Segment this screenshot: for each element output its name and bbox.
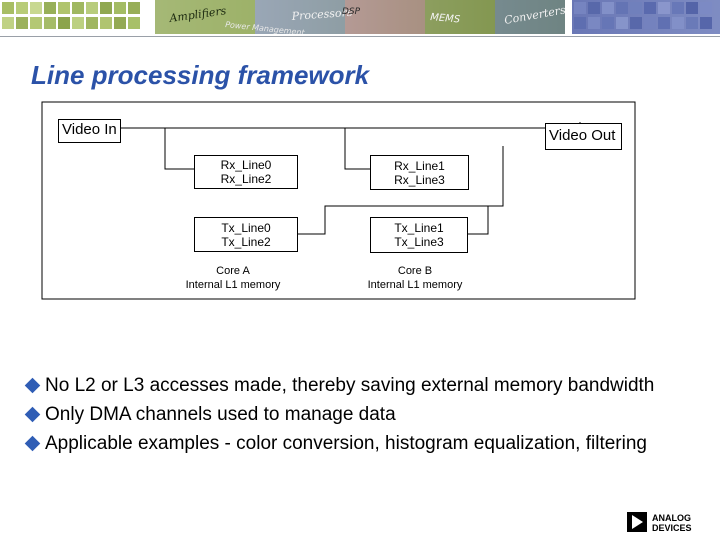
bullet-diamond-icon — [24, 435, 41, 452]
core-a-rx-line-2: Rx_Line2 — [220, 172, 272, 186]
bullet-text: Only DMA channels used to manage data — [45, 403, 396, 425]
bullet-text: Applicable examples - color conversion, … — [45, 432, 647, 454]
connector-tx-b-videoout — [468, 206, 489, 235]
core-b-rx-line-1: Rx_Line1 — [394, 158, 445, 173]
video-in-label: Video In — [58, 119, 121, 143]
connector-videoin-rx-a — [164, 128, 194, 170]
bullet-diamond-icon — [24, 406, 41, 423]
core-b-caption: Core B Internal L1 memory — [345, 264, 485, 292]
core-b-rx-buffer: Rx_Line1 Rx_Line3 — [370, 155, 469, 190]
bullet-text: No L2 or L3 accesses made, thereby savin… — [45, 374, 655, 396]
logo-triangle-icon — [627, 512, 647, 532]
bullet-item: Only DMA channels used to manage data — [23, 400, 720, 429]
banner-word-dsp: DSP — [342, 7, 361, 17]
core-a-tx-line-2: Tx_Line2 — [221, 234, 271, 249]
core-b-tx-line-1: Tx_Line1 — [394, 221, 444, 235]
header-divider — [0, 36, 720, 37]
bullet-item: Applicable examples - color conversion, … — [23, 429, 720, 458]
core-b-name: Core B — [397, 265, 433, 277]
logo-text: ANALOG DEVICES — [652, 513, 692, 533]
header-banner: Amplifiers Power Management Processors D… — [0, 0, 720, 34]
connector-videoin-rx-b — [344, 128, 370, 170]
logo-line-2: DEVICES — [652, 523, 692, 533]
banner-word-mems: MEMS — [430, 12, 461, 26]
banner-word-processors: Processors — [290, 6, 353, 23]
bullet-list: No L2 or L3 accesses made, thereby savin… — [23, 371, 720, 458]
bullet-diamond-icon — [24, 377, 41, 394]
connector-tx-a-videoout — [298, 146, 504, 235]
banner-graphic: Amplifiers Power Management Processors D… — [0, 0, 720, 34]
logo-line-1: ANALOG — [652, 513, 691, 523]
core-b-memory: Internal L1 memory — [367, 279, 463, 291]
core-b-tx-buffer: Tx_Line1 Tx_Line3 — [370, 217, 468, 253]
core-b-rx-line-3: Rx_Line3 — [394, 172, 445, 187]
core-a-tx-line-0: Tx_Line0 — [221, 220, 271, 235]
video-out-label: Video Out — [545, 123, 622, 150]
core-a-rx-buffer: Rx_Line0 Rx_Line2 — [194, 155, 298, 189]
core-a-tx-buffer: Tx_Line0 Tx_Line2 — [194, 217, 298, 252]
bullet-item: No L2 or L3 accesses made, thereby savin… — [23, 371, 720, 400]
core-b-tx-line-3: Tx_Line3 — [394, 235, 444, 249]
core-a-memory: Internal L1 memory — [185, 279, 281, 291]
core-a-rx-line-0: Rx_Line0 — [220, 158, 272, 172]
core-a-caption: Core A Internal L1 memory — [163, 264, 303, 292]
core-a-name: Core A — [216, 265, 250, 277]
diagram-frame — [41, 101, 636, 300]
slide-title: Line processing framework — [31, 60, 370, 90]
